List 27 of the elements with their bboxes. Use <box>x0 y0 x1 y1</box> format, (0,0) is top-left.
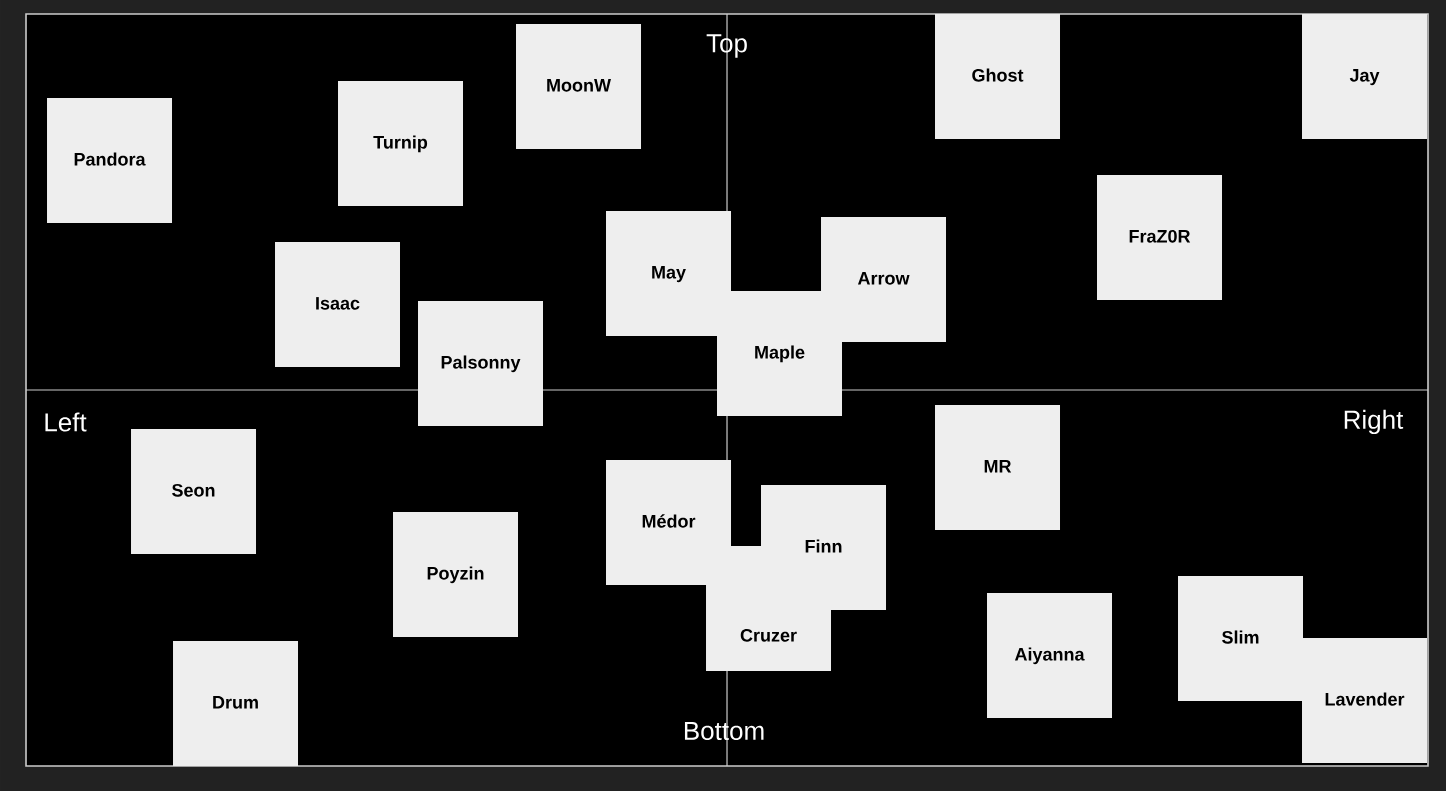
axis-label: Left <box>45 412 87 432</box>
name-card: Isaac <box>275 242 400 367</box>
name-card: Turnip <box>338 81 463 206</box>
name-card: Lavender <box>1302 638 1427 763</box>
name-card: MR <box>935 405 1060 530</box>
name-card: MoonW <box>516 24 641 149</box>
name-card: Médor <box>606 460 731 585</box>
name-card: Seon <box>131 429 256 554</box>
node-label: Lavender <box>1325 692 1405 706</box>
axis-label: Bottom <box>684 721 764 741</box>
node-label: Slim <box>1222 630 1259 644</box>
name-card: Ghost <box>935 14 1060 139</box>
name-card: Slim <box>1178 576 1303 701</box>
name-card: Pandora <box>47 98 172 223</box>
name-card: Aiyanna <box>987 593 1112 718</box>
name-card: Jay <box>1302 14 1427 139</box>
name-card: FraZ0R <box>1097 175 1222 300</box>
axis-label: Top <box>706 34 747 58</box>
name-card: May <box>606 211 731 336</box>
name-card: Maple <box>717 291 842 416</box>
node-label: Cruzer <box>740 628 797 642</box>
name-card: Finn <box>761 485 886 610</box>
name-card: Palsonny <box>418 301 543 426</box>
name-card: Poyzin <box>393 512 518 637</box>
axis-label: Right <box>1344 409 1404 435</box>
name-card: Arrow <box>821 217 946 342</box>
name-card: Drum <box>173 641 298 766</box>
